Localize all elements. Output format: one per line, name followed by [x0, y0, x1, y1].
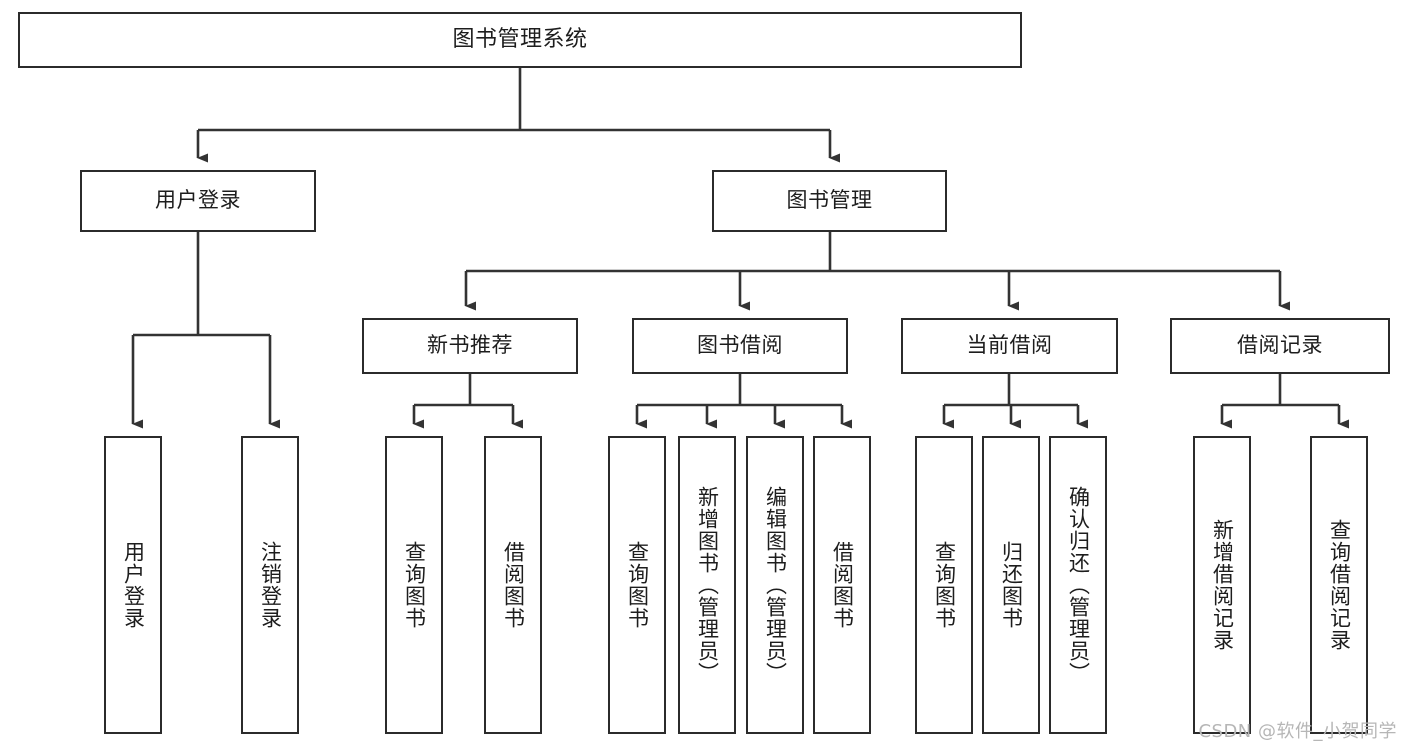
node-label: 图书借阅 — [697, 333, 783, 358]
node-label: 借阅图书 — [830, 541, 855, 629]
node-label: 借阅图书 — [501, 541, 526, 629]
leaf-record-query-borrow-record[interactable]: 查询借阅记录 — [1310, 436, 1368, 734]
node-borrow-record[interactable]: 借阅记录 — [1170, 318, 1390, 374]
leaf-current-return-book[interactable]: 归还图书 — [982, 436, 1040, 734]
node-label: 查询借阅记录 — [1327, 519, 1352, 651]
node-label: 注销登录 — [258, 541, 283, 629]
node-label: 新增图书（管理员） — [695, 486, 720, 684]
leaf-borrow-borrow-book[interactable]: 借阅图书 — [813, 436, 871, 734]
node-book-borrow[interactable]: 图书借阅 — [632, 318, 848, 374]
leaf-current-query-book[interactable]: 查询图书 — [915, 436, 973, 734]
leaf-borrow-add-book-admin[interactable]: 新增图书（管理员） — [678, 436, 736, 734]
node-current-borrow[interactable]: 当前借阅 — [901, 318, 1118, 374]
node-new-book-recommend[interactable]: 新书推荐 — [362, 318, 578, 374]
leaf-user-logout[interactable]: 注销登录 — [241, 436, 299, 734]
node-label: 图书管理 — [786, 188, 873, 213]
leaf-record-add-borrow-record[interactable]: 新增借阅记录 — [1193, 436, 1251, 734]
leaf-recommend-borrow-book[interactable]: 借阅图书 — [484, 436, 542, 734]
node-root-system[interactable]: 图书管理系统 — [18, 12, 1022, 68]
node-label: 查询图书 — [625, 541, 650, 629]
node-label: 借阅记录 — [1237, 333, 1323, 358]
node-user-login[interactable]: 用户登录 — [80, 170, 316, 232]
node-label: 新增借阅记录 — [1210, 519, 1235, 651]
node-book-management[interactable]: 图书管理 — [712, 170, 947, 232]
node-label: 用户登录 — [155, 188, 241, 213]
node-label: 查询图书 — [402, 541, 427, 629]
node-label: 新书推荐 — [427, 333, 513, 358]
node-label: 当前借阅 — [966, 333, 1053, 358]
node-label: 用户登录 — [121, 541, 146, 629]
node-label: 归还图书 — [999, 541, 1024, 629]
node-label: 确认归还（管理员） — [1066, 486, 1091, 684]
node-label: 查询图书 — [932, 541, 957, 629]
node-label: 图书管理系统 — [452, 26, 588, 52]
leaf-borrow-query-book[interactable]: 查询图书 — [608, 436, 666, 734]
leaf-current-confirm-return-admin[interactable]: 确认归还（管理员） — [1049, 436, 1107, 734]
leaf-recommend-query-book[interactable]: 查询图书 — [385, 436, 443, 734]
node-label: 编辑图书（管理员） — [763, 486, 788, 684]
leaf-borrow-edit-book-admin[interactable]: 编辑图书（管理员） — [746, 436, 804, 734]
leaf-user-login[interactable]: 用户登录 — [104, 436, 162, 734]
